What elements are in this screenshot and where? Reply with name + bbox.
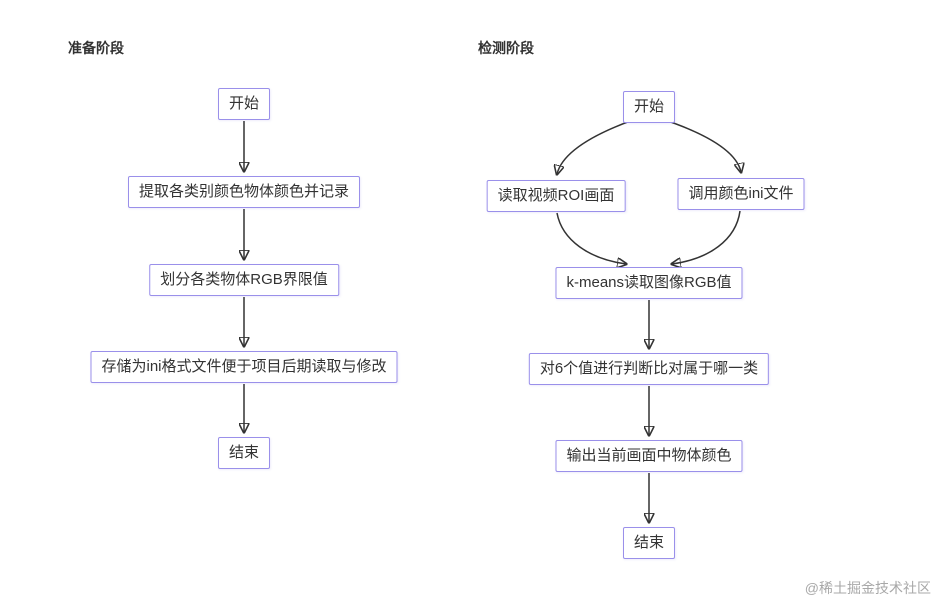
- prep-node-store-ini: 存储为ini格式文件便于项目后期读取与修改: [90, 351, 398, 383]
- prep-node-start: 开始: [217, 88, 271, 120]
- prep-phase-title: 准备阶段: [68, 40, 124, 56]
- arrow-branchright-merge: [672, 210, 741, 264]
- arrow-branchleft-merge: [556, 212, 626, 264]
- detect-node-read-roi: 读取视频ROI画面: [486, 180, 626, 212]
- arrow-start-branchleft: [557, 119, 634, 174]
- detect-node-kmeans-rgb: k-means读取图像RGB值: [555, 267, 743, 299]
- detect-phase-title: 检测阶段: [478, 40, 534, 56]
- detect-node-judge-category: 对6个值进行判断比对属于哪一类: [528, 353, 770, 385]
- watermark-text: @稀土掘金技术社区: [804, 580, 931, 596]
- detect-node-start: 开始: [622, 91, 676, 123]
- prep-node-divide-rgb-limits: 划分各类物体RGB界限值: [149, 264, 339, 296]
- detect-node-end: 结束: [622, 527, 676, 559]
- detect-node-load-ini: 调用颜色ini文件: [677, 178, 805, 210]
- detect-node-output-color: 输出当前画面中物体颜色: [555, 440, 743, 472]
- arrow-start-branchright: [664, 119, 741, 172]
- prep-node-extract-colors: 提取各类别颜色物体颜色并记录: [127, 176, 361, 208]
- prep-node-end: 结束: [217, 437, 271, 469]
